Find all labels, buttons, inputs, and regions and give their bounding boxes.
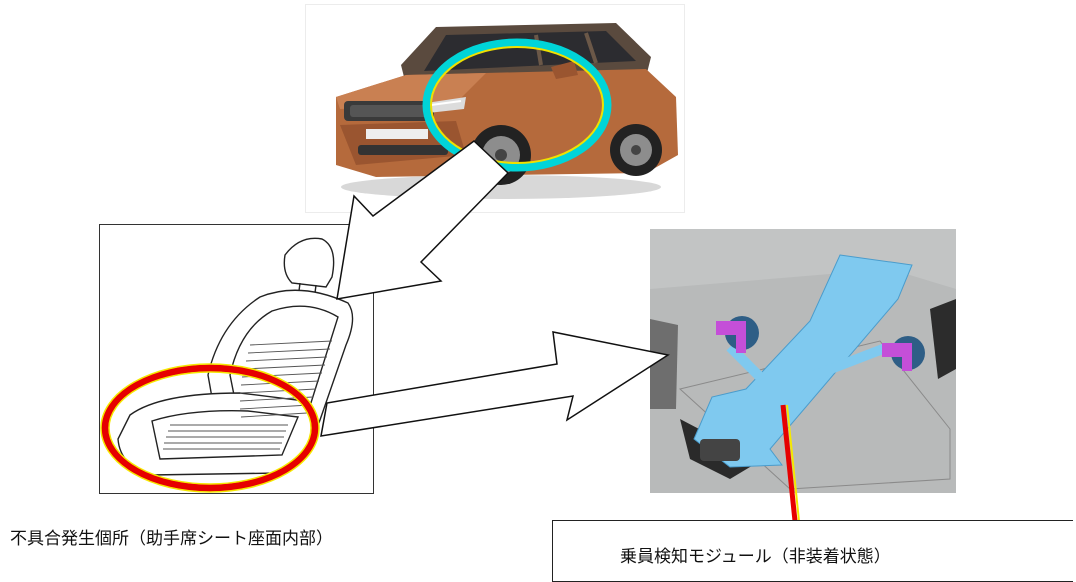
car-photo-panel	[305, 4, 685, 213]
module-label-box	[552, 520, 1073, 582]
occupant-sensor-module	[650, 229, 956, 493]
car-highlight-ellipse	[422, 38, 612, 172]
seat-diagram-panel	[99, 224, 374, 494]
arrow-seat-to-module	[320, 331, 670, 437]
arrow-car-to-seat	[336, 140, 510, 300]
module-pointer-line	[780, 404, 798, 522]
defect-location-caption: 不具合発生個所（助手席シート座面内部）	[10, 529, 333, 549]
seat-diagram	[100, 237, 354, 493]
module-photo-panel	[650, 229, 956, 493]
seat-highlight-ellipse	[101, 364, 319, 492]
detection-module-caption: 乗員検知モジュール（非装着状態）	[620, 547, 891, 567]
